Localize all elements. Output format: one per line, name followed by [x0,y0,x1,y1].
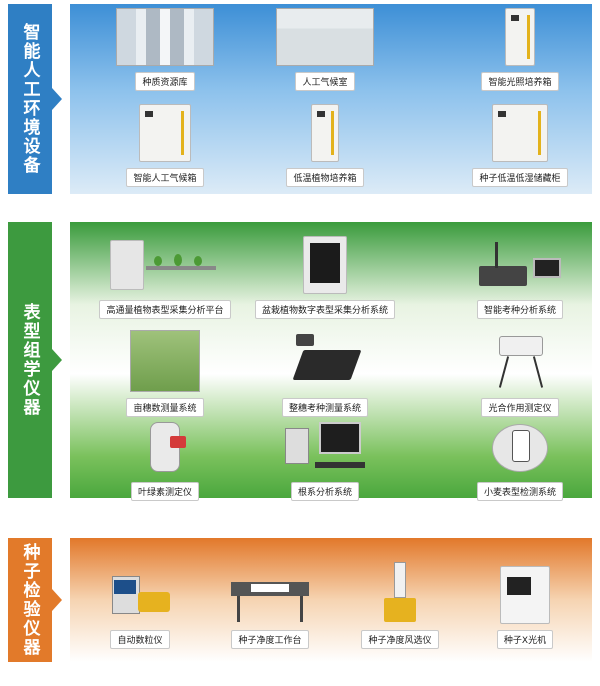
product-label: 种子净度风选仪 [361,630,439,649]
product-item[interactable]: 智能光照培养箱 [445,8,595,91]
section-panel: 高通量植物表型采集分析平台 盆栽植物数字表型采集分析系统 智能考种分析系统 亩穗… [70,222,595,501]
section-tag: 智能人工环境设备 [8,4,52,194]
product-item[interactable]: 高通量植物表型采集分析平台 [90,236,240,319]
product-item[interactable]: 种子净度工作台 [210,562,330,649]
product-image [231,562,309,624]
section-panel: 自动数粒仪 种子净度工作台 种子净度风选仪 种子X光机 [70,538,592,662]
product-label: 小麦表型检测系统 [476,482,563,501]
product-label: 智能光照培养箱 [481,72,559,91]
product-item[interactable]: 小麦表型检测系统 [445,418,595,501]
product-item[interactable]: 种质资源库 [90,8,240,91]
section-tag: 表型组学仪器 [8,222,52,498]
product-label: 智能考种分析系统 [476,300,563,319]
product-item[interactable]: 亩穗数测量系统 [90,330,240,417]
product-image [488,418,552,476]
product-image [139,104,191,162]
product-image [500,562,550,624]
product-item[interactable]: 种子净度风选仪 [340,562,460,649]
product-label: 光合作用测定仪 [481,398,559,417]
product-item[interactable]: 光合作用测定仪 [445,330,595,417]
product-item[interactable]: 人工气候室 [250,8,400,91]
section-environment-equipment: 智能人工环境设备 种质资源库 人工气候室 智能光照培养箱 智能人工气候箱 [8,4,592,194]
product-image [290,330,362,392]
section-panel: 种质资源库 人工气候室 智能光照培养箱 智能人工气候箱 低温植物培养箱 [70,4,592,194]
product-label: 亩穗数测量系统 [126,398,204,417]
product-image [380,562,420,624]
product-image [492,104,548,162]
product-item[interactable]: 自动数粒仪 [80,562,200,649]
product-item[interactable]: 种子X光机 [470,562,580,649]
product-item[interactable]: 智能人工气候箱 [90,104,240,187]
product-label: 种子X光机 [496,630,554,649]
product-image [276,8,374,66]
product-label: 叶绿素测定仪 [130,482,199,501]
product-item[interactable]: 智能考种分析系统 [445,236,595,319]
product-label: 种质资源库 [135,72,195,91]
product-image [116,8,214,66]
product-label: 种子净度工作台 [231,630,309,649]
product-label: 人工气候室 [295,72,355,91]
product-image [110,236,220,294]
product-item[interactable]: 种子低温低湿储藏柜 [445,104,595,187]
product-label: 根系分析系统 [290,482,359,501]
section-seed-testing-instruments: 种子检验仪器 自动数粒仪 种子净度工作台 种子净度风选仪 [8,538,592,662]
product-item[interactable]: 整穗考种测量系统 [250,330,400,417]
section-tag: 种子检验仪器 [8,538,52,662]
product-image [285,418,365,476]
product-label: 盆栽植物数字表型采集分析系统 [254,300,395,319]
product-label: 高通量植物表型采集分析平台 [99,300,231,319]
section-phenomics-instruments: 表型组学仪器 高通量植物表型采集分析平台 盆栽植物数字表型采集分析系统 [8,222,595,501]
product-label: 种子低温低湿储藏柜 [472,168,568,187]
product-image [485,330,555,392]
product-item[interactable]: 根系分析系统 [250,418,400,501]
product-label: 低温植物培养箱 [286,168,364,187]
product-image [140,418,190,476]
product-label: 智能人工气候箱 [126,168,204,187]
product-image [130,330,200,392]
product-label: 整穗考种测量系统 [281,398,368,417]
product-item[interactable]: 叶绿素测定仪 [90,418,240,501]
product-image [108,562,172,624]
product-item[interactable]: 低温植物培养箱 [250,104,400,187]
product-image [505,8,535,66]
product-image [475,236,565,294]
product-label: 自动数粒仪 [110,630,170,649]
product-item[interactable]: 盆栽植物数字表型采集分析系统 [250,236,400,319]
product-image [303,236,347,294]
product-image [311,104,339,162]
